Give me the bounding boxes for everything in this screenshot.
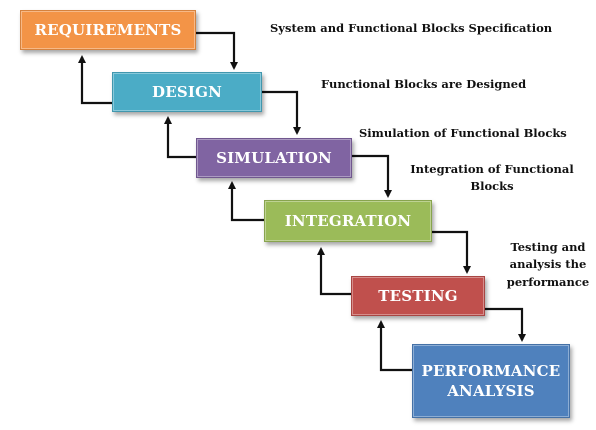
testing-description: Testing and analysis the performance — [503, 239, 593, 291]
arrow-requirements-to-design — [196, 31, 238, 70]
arrow-simulation-to-integration — [352, 154, 392, 198]
requirements-description: System and Functional Blocks Specificati… — [270, 21, 553, 35]
stage-performance-label-line2: ANALYSIS — [447, 382, 535, 400]
testing-description-line1: Testing and — [510, 240, 586, 254]
arrow-testing-to-integration — [317, 247, 351, 296]
testing-description-line3: performance — [506, 274, 590, 289]
stage-performance-label-line1: PERFORMANCE — [421, 361, 561, 380]
testing-description-line2: analysis the — [509, 257, 587, 272]
arrow-integration-to-simulation — [228, 181, 264, 222]
stage-simulation: SIMULATION — [196, 138, 352, 178]
stage-testing: TESTING — [351, 276, 485, 316]
stage-integration: INTEGRATION — [264, 200, 432, 242]
integration-description-line2: Blocks — [470, 179, 514, 194]
stage-simulation-label: SIMULATION — [216, 148, 332, 167]
arrow-performance-to-testing — [377, 320, 412, 372]
stage-requirements-label: REQUIREMENTS — [34, 20, 182, 39]
stage-integration-label: INTEGRATION — [284, 211, 412, 230]
stage-design-label: DESIGN — [151, 82, 222, 101]
arrow-simulation-to-design — [164, 116, 196, 159]
design-description: Functional Blocks are Designed — [321, 77, 527, 91]
arrow-integration-to-testing — [432, 230, 471, 274]
integration-description: Integration of Functional Blocks — [406, 161, 578, 196]
simulation-description: Simulation of Functional Blocks — [359, 126, 567, 140]
arrow-testing-to-performance — [485, 307, 526, 342]
stage-performance-analysis: PERFORMANCE ANALYSIS — [412, 344, 570, 418]
stage-requirements: REQUIREMENTS — [20, 10, 196, 50]
stage-testing-label: TESTING — [378, 286, 458, 305]
integration-description-line1: Integration of Functional — [410, 162, 574, 176]
arrow-design-to-requirements — [78, 55, 112, 105]
stage-design: DESIGN — [112, 72, 262, 112]
arrow-design-to-simulation — [262, 90, 301, 135]
